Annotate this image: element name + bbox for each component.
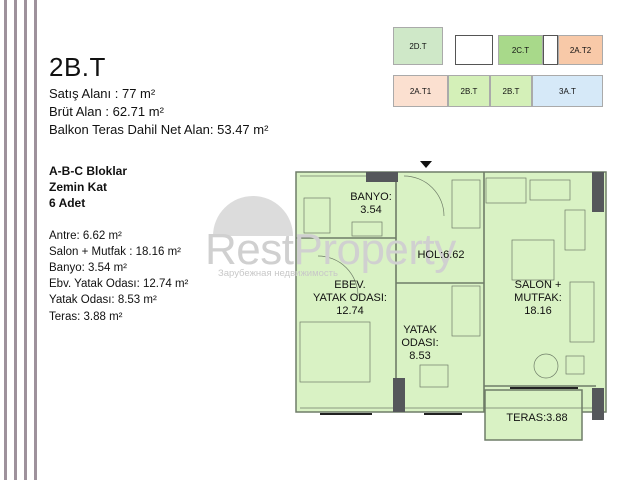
key-plan-unit: 2D.T [393,27,443,65]
room-label-master-bedroom: EBEV.YATAK ODASI:12.74 [313,279,387,317]
room-area-living-kitchen: Salon + Mutfak : 18.16 m² [49,246,181,258]
key-plan-unit: 2B.T [490,75,532,107]
decorative-stripe [14,0,17,480]
blocks-label: A-B-C Bloklar [49,164,128,178]
key-plan: 2D.T 2C.T 2A.T2 2A.T1 2B.T 2B.T 3A.T [393,27,603,107]
key-plan-unit: 2A.T2 [558,35,603,65]
net-area: Balkon Teras Dahil Net Alan: 53.47 m² [49,122,269,137]
room-label-bathroom: BANYO:3.54 [350,191,392,216]
key-plan-unit: 2A.T1 [393,75,448,107]
floor-label: Zemin Kat [49,180,108,194]
key-plan-unit: 2C.T [498,35,543,65]
room-area-entrance: Antre: 6.62 m² [49,230,122,242]
room-label-hall: HOL:6.62 [417,249,465,261]
count-label: 6 Adet [49,196,86,210]
decorative-stripe [4,0,7,480]
key-plan-unit: 3A.T [532,75,603,107]
gross-area: Brüt Alan : 62.71 m² [49,104,164,119]
decorative-stripe [24,0,27,480]
key-plan-elevator [543,35,558,65]
key-plan-stairs [455,35,493,65]
room-area-bathroom: Banyo: 3.54 m² [49,262,127,274]
decorative-stripe [34,0,37,480]
room-label-living-kitchen: SALON +MUTFAK:18.16 [514,279,562,317]
sales-area: Satış Alanı : 77 m² [49,86,156,101]
entrance-arrow-icon [420,161,432,168]
watermark-tagline: Зарубежная недвижимость [218,268,338,279]
room-area-terrace: Teras: 3.88 m² [49,311,123,323]
room-area-bedroom: Yatak Odası: 8.53 m² [49,294,157,306]
room-label-terrace: TERAS:3.88 [506,412,568,424]
key-plan-unit-highlighted: 2B.T [448,75,490,107]
watermark-brand: RestProperty [205,225,456,274]
unit-title: 2B.T [49,52,106,82]
room-area-master-bedroom: Ebv. Yatak Odası: 12.74 m² [49,278,189,290]
